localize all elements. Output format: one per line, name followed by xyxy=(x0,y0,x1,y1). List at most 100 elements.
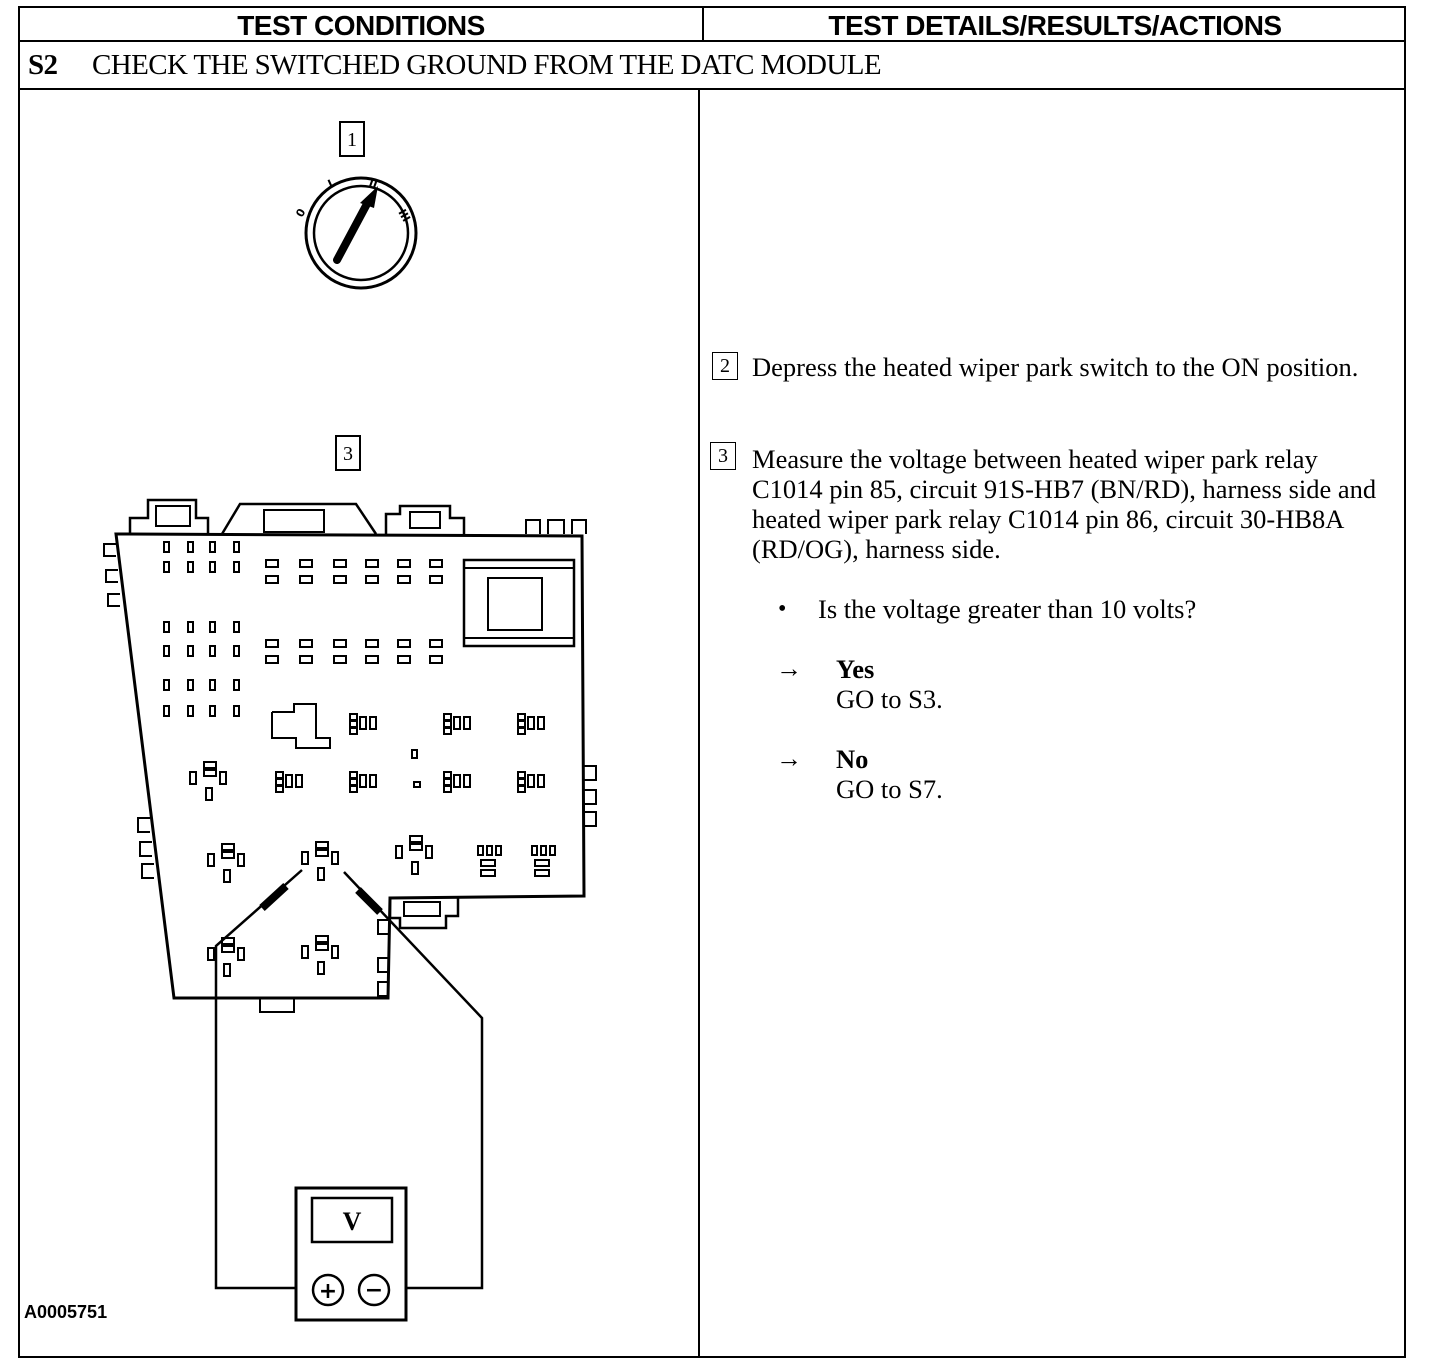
callout-1: 1 xyxy=(339,121,365,157)
bullet-icon: • xyxy=(778,596,787,622)
fuse-slot xyxy=(221,851,235,859)
fuse-slot xyxy=(315,943,329,951)
fuse-slot xyxy=(397,575,411,584)
fuse-slot xyxy=(411,749,418,759)
svg-text:0: 0 xyxy=(293,206,308,219)
result-no: No GO to S7. xyxy=(836,744,943,804)
fuse-slots xyxy=(163,541,556,977)
fuse-slot xyxy=(453,716,461,730)
column-divider xyxy=(698,90,700,1358)
fuse-slot xyxy=(189,771,197,785)
fuse-slot xyxy=(221,945,235,953)
fuse-slot xyxy=(429,639,443,648)
step-title-row: S2 CHECK THE SWITCHED GROUND FROM THE DA… xyxy=(20,42,1404,90)
instruction-3-text: Measure the voltage between heated wiper… xyxy=(752,444,1377,564)
fuse-slot xyxy=(209,645,216,657)
fuse-slot xyxy=(187,705,194,717)
step-title: CHECK THE SWITCHED GROUND FROM THE DATC … xyxy=(92,49,882,81)
fuse-slot xyxy=(317,961,325,975)
fuse-slot xyxy=(187,679,194,691)
fuse-slot xyxy=(187,541,194,553)
fuse-slot xyxy=(527,774,535,788)
fuse-slot xyxy=(413,781,421,788)
svg-text:1: 1 xyxy=(347,129,357,151)
fuse-slot xyxy=(317,867,325,881)
fuse-slot xyxy=(223,869,231,883)
fuse-slot xyxy=(443,713,452,721)
fuse-slot xyxy=(315,841,329,849)
fuse-slot xyxy=(517,727,526,735)
step-id: S2 xyxy=(28,49,58,81)
fuse-slot xyxy=(397,639,411,648)
fuse-slot xyxy=(443,785,452,793)
fuse-slot xyxy=(453,774,461,788)
fuse-slot xyxy=(517,771,526,779)
fuse-slot xyxy=(534,859,550,867)
fuse-slot xyxy=(365,575,379,584)
fuse-slot xyxy=(163,561,170,573)
fuse-slot xyxy=(443,720,452,728)
svg-text:−: − xyxy=(365,1278,383,1303)
fuse-slot xyxy=(163,679,170,691)
fuse-slot xyxy=(299,559,313,568)
svg-text:+: + xyxy=(319,1279,337,1304)
fuse-slot xyxy=(409,835,423,843)
fuse-slot xyxy=(517,720,526,728)
fuse-slot xyxy=(163,541,170,553)
fuse-slot xyxy=(223,963,231,977)
fuse-slot xyxy=(425,845,433,859)
fuse-slot xyxy=(299,575,313,584)
relay-box xyxy=(103,498,597,1013)
fuse-slot xyxy=(209,679,216,691)
fuse-slot xyxy=(477,845,484,856)
fuse-slot xyxy=(187,561,194,573)
fuse-slot xyxy=(265,559,279,568)
fuse-slot xyxy=(315,935,329,943)
callout-3: 3 xyxy=(335,435,361,471)
fuse-slot xyxy=(531,845,538,856)
fuse-slot xyxy=(203,761,217,769)
fuse-slot xyxy=(537,774,545,788)
fuse-slot xyxy=(233,561,240,573)
fuse-slot xyxy=(207,853,215,867)
fuse-slot xyxy=(301,945,309,959)
fuse-slot xyxy=(429,575,443,584)
fuse-slot xyxy=(480,869,496,877)
fuse-slot xyxy=(209,541,216,553)
meter-leads xyxy=(214,869,484,1290)
result-yes: Yes GO to S3. xyxy=(836,654,943,714)
fuse-slot xyxy=(333,655,347,664)
fuse-slot xyxy=(540,845,547,856)
result-action: GO to S7. xyxy=(836,774,943,804)
fuse-slot xyxy=(349,727,358,735)
fuse-slot xyxy=(295,774,303,788)
fuse-slot xyxy=(397,559,411,568)
result-answer: Yes xyxy=(836,654,875,684)
fuse-slot xyxy=(463,716,471,730)
question-text: Is the voltage greater than 10 volts? xyxy=(818,594,1197,624)
fuse-slot xyxy=(275,778,284,786)
fuse-slot xyxy=(411,861,419,875)
fuse-slot xyxy=(233,621,240,633)
fuse-slot xyxy=(395,845,403,859)
fuse-slot xyxy=(203,769,217,777)
fuse-slot xyxy=(359,716,367,730)
fuse-slot xyxy=(480,859,496,867)
fuse-slot xyxy=(463,774,471,788)
fuse-slot xyxy=(233,679,240,691)
fuse-slot xyxy=(534,869,550,877)
header-test-details: TEST DETAILS/RESULTS/ACTIONS xyxy=(704,8,1406,42)
fuse-slot xyxy=(443,771,452,779)
fuse-slot xyxy=(237,947,245,961)
fuse-slot xyxy=(301,851,309,865)
fuse-slot xyxy=(359,774,367,788)
fuse-slot xyxy=(315,849,329,857)
fuse-slot xyxy=(233,541,240,553)
fuse-slot xyxy=(237,853,245,867)
fuse-slot xyxy=(209,621,216,633)
figure-id: A0005751 xyxy=(24,1302,108,1322)
fuse-slot xyxy=(205,787,213,801)
fuse-slot xyxy=(265,575,279,584)
fuse-slot xyxy=(265,655,279,664)
fuse-slot xyxy=(233,645,240,657)
